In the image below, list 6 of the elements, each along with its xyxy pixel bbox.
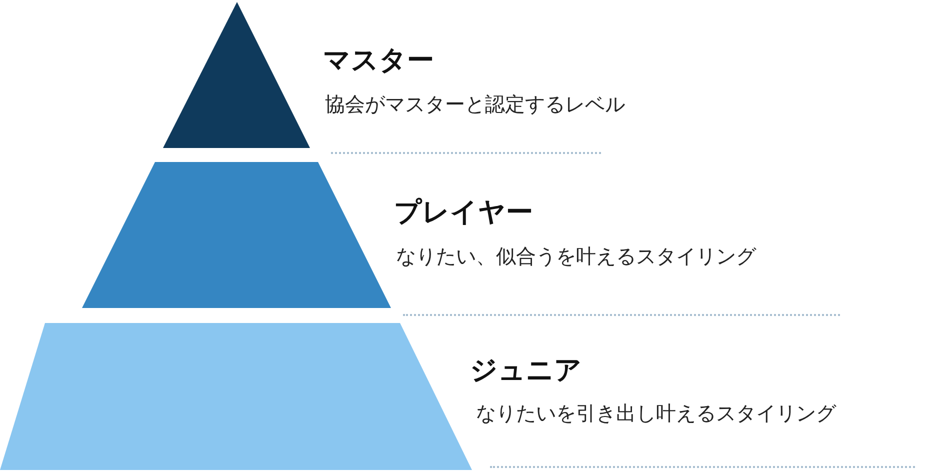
tier-description: 協会がマスターと認定するレベル <box>325 92 625 116</box>
tier-heading: プレイヤー <box>394 198 533 228</box>
tier-heading: ジュニア <box>470 356 582 386</box>
tier-heading: マスター <box>323 46 434 76</box>
tier-description: なりたいを引き出し叶えるスタイリング <box>476 401 836 425</box>
tier-description: なりたい、似合うを叶えるスタイリング <box>396 244 756 268</box>
